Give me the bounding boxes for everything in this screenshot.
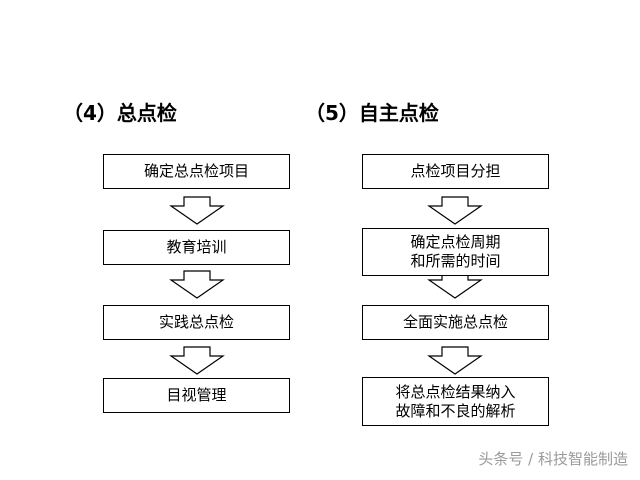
step-box: 点检项目分担 <box>362 154 549 189</box>
heading-total-inspection: （4）总点检 <box>63 101 177 125</box>
down-arrow-icon <box>169 270 225 299</box>
step-label-line: 故障和不良的解析 <box>395 401 516 420</box>
step-label-line: 将总点检结果纳入 <box>395 382 516 401</box>
down-arrow-icon <box>427 196 483 225</box>
watermark: 头条号 / 科技智能制造 <box>478 450 628 468</box>
step-box: 实践总点检 <box>103 305 290 340</box>
heading-text: 自主点检 <box>358 101 439 125</box>
step-box: 目视管理 <box>103 378 290 413</box>
step-box: 教育培训 <box>103 230 290 265</box>
step-label-line: 和所需的时间 <box>410 252 501 270</box>
heading-number: （4） <box>63 101 117 125</box>
step-label: 确定总点检项目 <box>143 162 249 180</box>
step-label: 全面实施总点检 <box>402 313 508 331</box>
step-box: 全面实施总点检 <box>362 305 549 340</box>
step-box: 将总点检结果纳入 故障和不良的解析 <box>362 377 549 426</box>
heading-autonomous-inspection: （5）自主点检 <box>305 101 439 125</box>
heading-number: （5） <box>305 101 359 125</box>
step-label: 目视管理 <box>166 386 227 404</box>
step-label: 实践总点检 <box>158 313 234 331</box>
down-arrow-icon <box>169 196 225 225</box>
down-arrow-icon <box>169 346 225 375</box>
heading-text: 总点检 <box>116 101 177 125</box>
step-label-line: 确定点检周期 <box>410 233 501 251</box>
step-label: 教育培训 <box>166 238 227 256</box>
down-arrow-icon <box>427 346 483 375</box>
step-label: 点检项目分担 <box>410 162 501 180</box>
step-box: 确定总点检项目 <box>103 154 290 189</box>
step-box: 确定点检周期 和所需的时间 <box>362 228 549 276</box>
